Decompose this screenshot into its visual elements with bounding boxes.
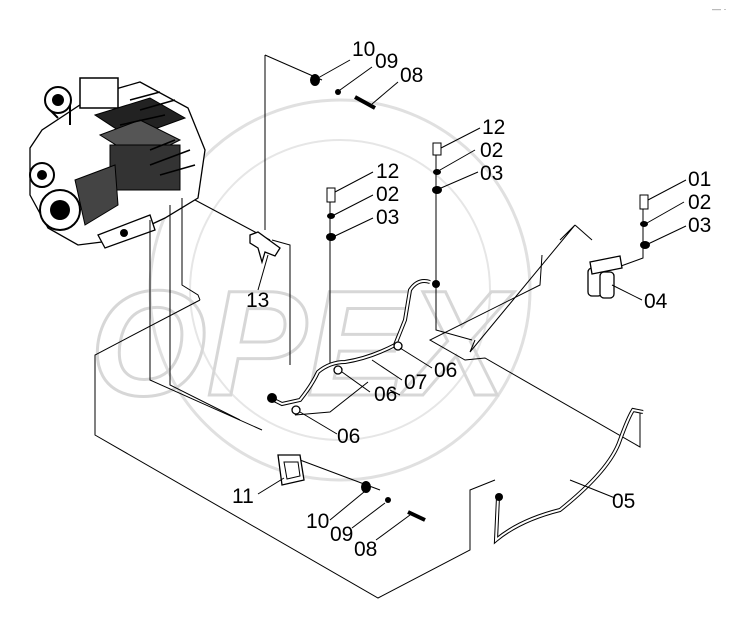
callout-right-02: 02	[688, 191, 711, 214]
callout-mid-03: 03	[376, 206, 399, 229]
bolt-08-top	[354, 95, 376, 110]
callout-leaders	[257, 59, 687, 541]
washer-09-top	[335, 89, 341, 95]
callout-05: 05	[612, 490, 635, 513]
fitting-end-top	[432, 280, 440, 288]
washer-03-mid	[326, 233, 336, 241]
callout-midright-03: 03	[480, 162, 503, 185]
washer-09-bottom	[385, 497, 391, 503]
clamp-06-a	[333, 365, 343, 375]
callout-midright-12: 12	[482, 116, 505, 139]
callout-bottom-08: 08	[354, 538, 377, 561]
bracket-11	[277, 454, 305, 486]
callout-right-01: 01	[688, 168, 711, 191]
callout-top-10: 10	[352, 38, 375, 61]
engine-illustration	[29, 77, 206, 249]
callout-right-03: 03	[688, 214, 711, 237]
callout-mid-12: 12	[376, 160, 399, 183]
callout-11: 11	[232, 485, 254, 508]
washer-10-top	[310, 74, 320, 86]
washer-02-mid	[327, 213, 335, 219]
callout-06-right: 06	[434, 359, 457, 382]
callout-07: 07	[404, 371, 427, 394]
callout-top-09: 09	[375, 50, 398, 73]
fuel-lines	[269, 279, 644, 545]
bracket-11-inner	[283, 461, 301, 480]
fitting-end	[267, 393, 277, 403]
bolt-08-bottom	[407, 510, 426, 522]
washer-03-midright	[432, 186, 442, 194]
fuel-filter-04	[587, 255, 623, 299]
watermark-text: OPEX	[90, 259, 515, 427]
callout-midright-02: 02	[480, 139, 503, 162]
bolt-12-midright	[432, 142, 442, 156]
callout-labels: 10 09 08 12 02 03 12 02 03 01 02 03 13 0…	[232, 38, 711, 561]
callout-06-left: 06	[337, 425, 360, 448]
bolt-12-mid	[326, 187, 336, 203]
washer-02-right	[640, 221, 648, 227]
corner-mark: — ·	[712, 4, 727, 14]
callout-bottom-10: 10	[306, 510, 329, 533]
washer-10-bottom	[361, 481, 371, 493]
washer-03-right	[640, 241, 650, 249]
washer-02-midright	[433, 169, 441, 175]
callout-top-08: 08	[400, 64, 423, 87]
callout-13: 13	[246, 289, 269, 312]
callout-mid-02: 02	[376, 183, 399, 206]
bracket-13	[249, 231, 281, 265]
callout-04: 04	[644, 290, 668, 313]
callout-bottom-09: 09	[330, 523, 353, 546]
hose-end-05	[495, 493, 503, 501]
clamp-06-c	[291, 405, 301, 415]
parts	[249, 74, 650, 522]
callout-06-mid: 06	[374, 383, 397, 406]
bolt-01-right	[639, 194, 649, 210]
